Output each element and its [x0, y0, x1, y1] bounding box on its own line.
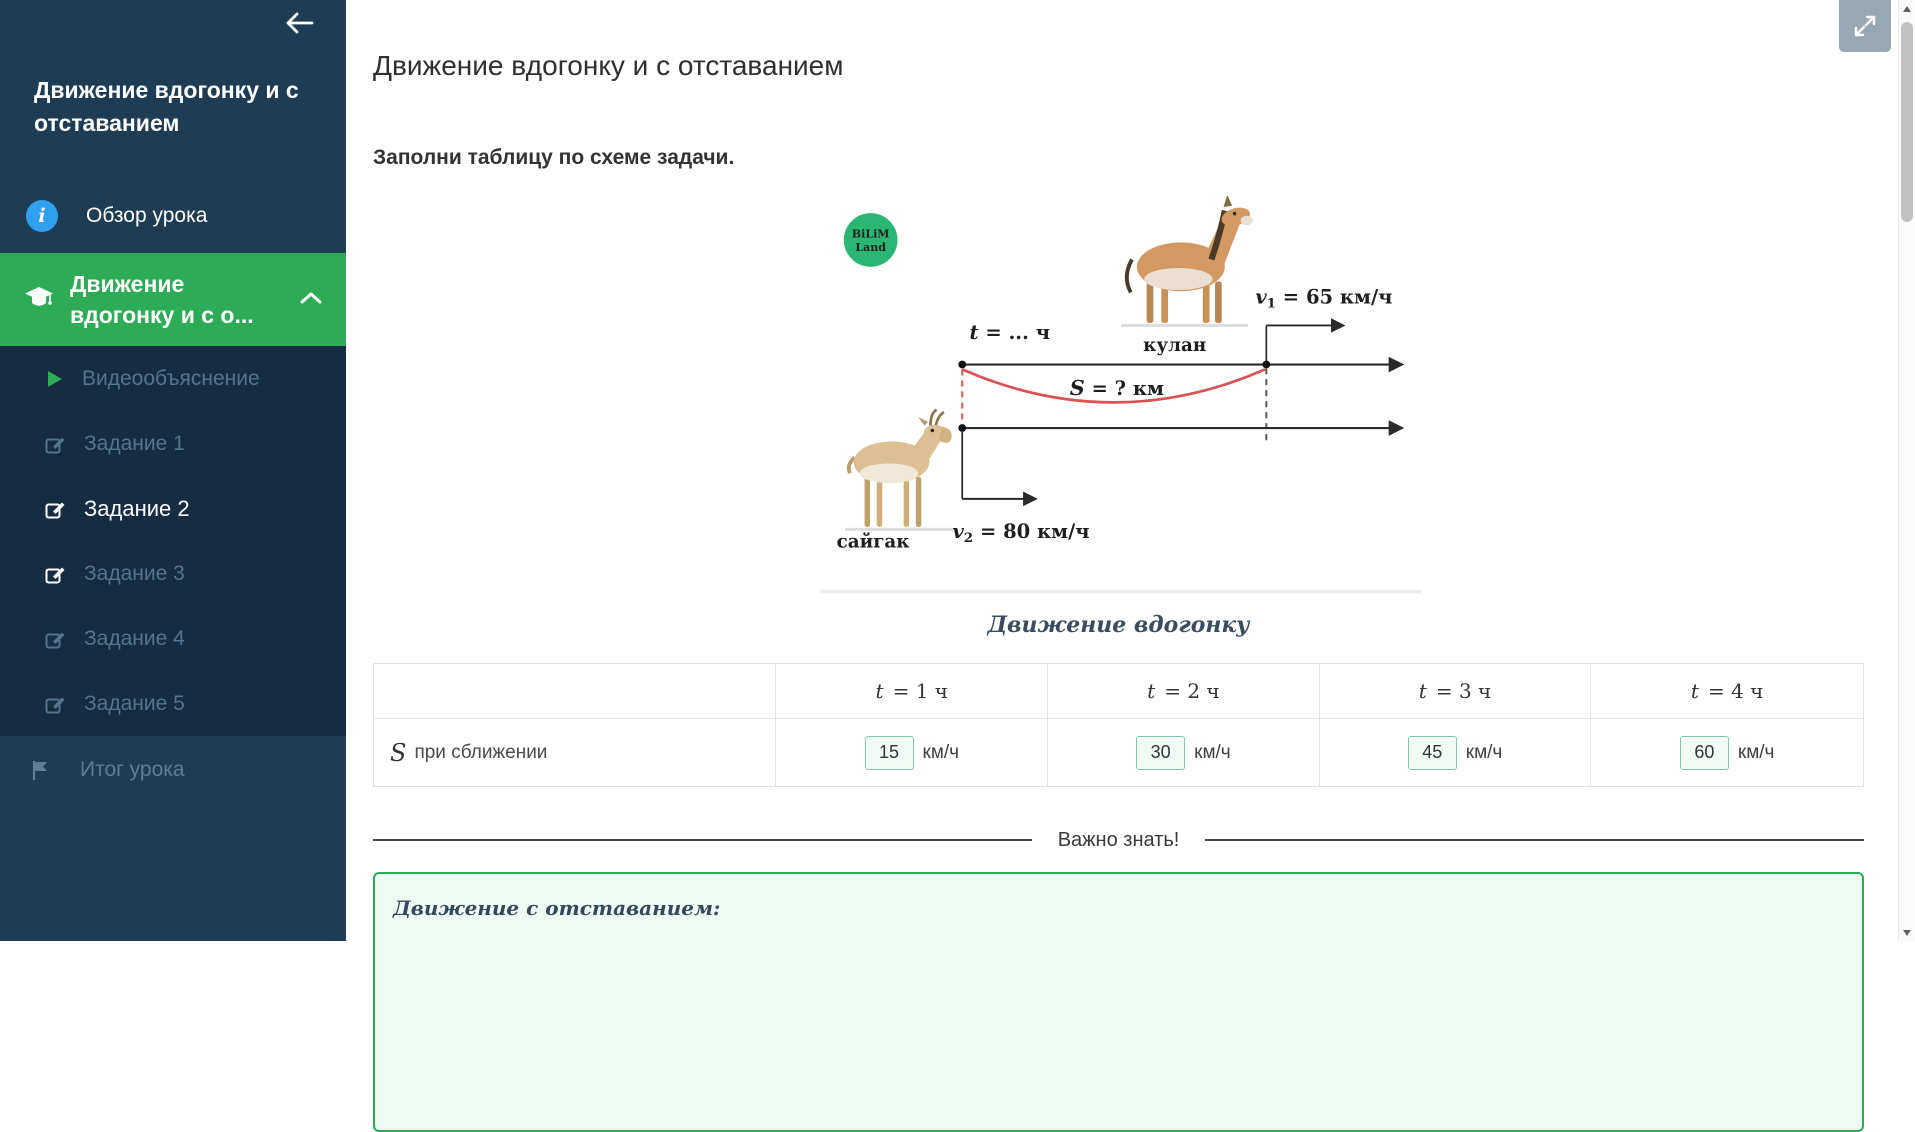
edit-icon — [44, 563, 66, 585]
answer-cell-3: км/ч — [1320, 719, 1592, 786]
header-empty-cell — [374, 664, 777, 718]
important-divider: Важно знать! — [373, 822, 1865, 858]
divider-line-right — [1205, 839, 1865, 841]
lesson-title: Движение вдогонку и с отставанием — [34, 77, 299, 137]
scroll-up-button[interactable] — [1899, 0, 1915, 17]
sub-item-label: Задание 2 — [84, 495, 190, 521]
sub-item-label: Задание 4 — [84, 626, 185, 650]
graduation-cap-icon — [24, 286, 56, 313]
header-cell-t3: t = 3 ч — [1320, 664, 1592, 718]
row-label-cell: S при сближении — [374, 719, 777, 786]
problem-scheme-diagram: BiLiM Land кулан v1 = 65 км/ч t = ... ч … — [820, 196, 1422, 594]
answer-cell-4: км/ч — [1591, 719, 1863, 786]
task-instruction: Заполни таблицу по схеме задачи. — [373, 146, 735, 169]
distance-curve — [961, 368, 1266, 404]
header-cell-t1: t = 1 ч — [776, 664, 1049, 718]
edit-icon — [44, 628, 66, 650]
scrollbar-thumb[interactable] — [1901, 22, 1913, 222]
vertical-scrollbar — [1898, 0, 1915, 941]
header-cell-t4: t = 4 ч — [1690, 679, 1764, 703]
back-button[interactable] — [282, 10, 316, 36]
sub-item-label: Задание 3 — [84, 561, 185, 585]
svg-text:BiLiM: BiLiM — [852, 228, 890, 241]
summary-label: Итог урока — [80, 758, 185, 781]
saiga-label: сайгак — [837, 532, 910, 553]
unit-label: км/ч — [1194, 741, 1231, 763]
answer-input-3[interactable] — [1407, 735, 1457, 770]
v1-label: v1 = 65 км/ч — [1255, 285, 1392, 311]
edit-icon — [44, 433, 66, 455]
sidebar-item-video[interactable]: Видеообъяснение — [0, 346, 346, 411]
expand-icon — [1854, 15, 1876, 37]
t-label: t = ... ч — [970, 321, 1050, 344]
sub-item-label: Задание 5 — [84, 691, 185, 715]
sidebar: Движение вдогонку и с отставанием i Обзо… — [0, 0, 346, 941]
svg-text:Land: Land — [855, 241, 886, 254]
s-label: S = ? км — [1070, 376, 1164, 400]
scroll-down-button[interactable] — [1899, 924, 1915, 941]
sidebar-item-task3[interactable]: Задание 3 — [0, 541, 346, 606]
note-title: Движение с отставанием: — [393, 896, 721, 920]
divider-line-left — [373, 839, 1032, 841]
sub-item-label: Видеообъяснение — [82, 366, 260, 390]
chevron-up-icon — [300, 291, 322, 309]
saiga-illustration — [845, 408, 955, 531]
answer-cell-1: км/ч — [776, 719, 1049, 786]
triangle-down-icon — [1903, 929, 1911, 936]
unit-label: км/ч — [922, 741, 960, 763]
answer-input-4[interactable] — [1679, 735, 1729, 770]
answer-cell-2: км/ч — [1048, 719, 1320, 786]
info-icon: i — [26, 200, 58, 232]
sidebar-section-current[interactable]: Движение вдогонку и с о... — [0, 253, 346, 346]
sidebar-item-summary[interactable]: Итог урока — [0, 742, 346, 798]
section-sublist: Видеообъяснение Задание 1 Задание 2 Зада… — [0, 346, 346, 736]
fullscreen-button[interactable] — [1839, 0, 1891, 52]
table-body-row: S при сближении км/ч км/ч км/ч км/ч — [374, 719, 1863, 786]
answers-table: t = 1 ч t = 2 ч t = 3 ч t = 4 ч S при сб… — [373, 663, 1864, 787]
sidebar-item-task4[interactable]: Задание 4 — [0, 606, 346, 671]
kulan-label: кулан — [1143, 335, 1206, 356]
header-cell-t2: t = 2 ч — [1048, 664, 1320, 718]
play-icon — [44, 369, 64, 389]
divider-label: Важно знать! — [1057, 828, 1180, 851]
sidebar-item-overview[interactable]: i Обзор урока — [0, 193, 346, 239]
sidebar-item-task1[interactable]: Задание 1 — [0, 411, 346, 476]
overview-label: Обзор урока — [86, 204, 208, 227]
bilimland-logo: BiLiM Land — [843, 213, 898, 267]
answer-input-2[interactable] — [1136, 735, 1186, 770]
info-note-box: Движение с отставанием: — [373, 872, 1864, 1132]
answer-input-1[interactable] — [864, 735, 914, 770]
page-title: Движение вдогонку и с отставанием — [373, 50, 844, 81]
sidebar-item-task5[interactable]: Задание 5 — [0, 671, 346, 736]
arrow-left-icon — [286, 12, 314, 34]
unit-label: км/ч — [1737, 741, 1775, 763]
kulan-illustration — [1121, 196, 1253, 327]
edit-icon — [44, 693, 66, 715]
flag-icon — [30, 759, 52, 781]
sidebar-item-task2[interactable]: Задание 2 — [0, 476, 346, 541]
unit-label: км/ч — [1465, 741, 1503, 763]
sub-item-label: Задание 1 — [84, 431, 185, 455]
s-symbol: S — [390, 738, 407, 767]
edit-icon — [44, 498, 66, 520]
row-label: при сближении — [414, 741, 548, 763]
table-title: Движение вдогонку — [987, 612, 1250, 638]
v2-label: v2 = 80 км/ч — [952, 520, 1089, 546]
section-label: Движение вдогонку и с о... — [70, 271, 254, 328]
table-header-row: t = 1 ч t = 2 ч t = 3 ч t = 4 ч — [374, 664, 1863, 719]
triangle-up-icon — [1903, 5, 1911, 12]
